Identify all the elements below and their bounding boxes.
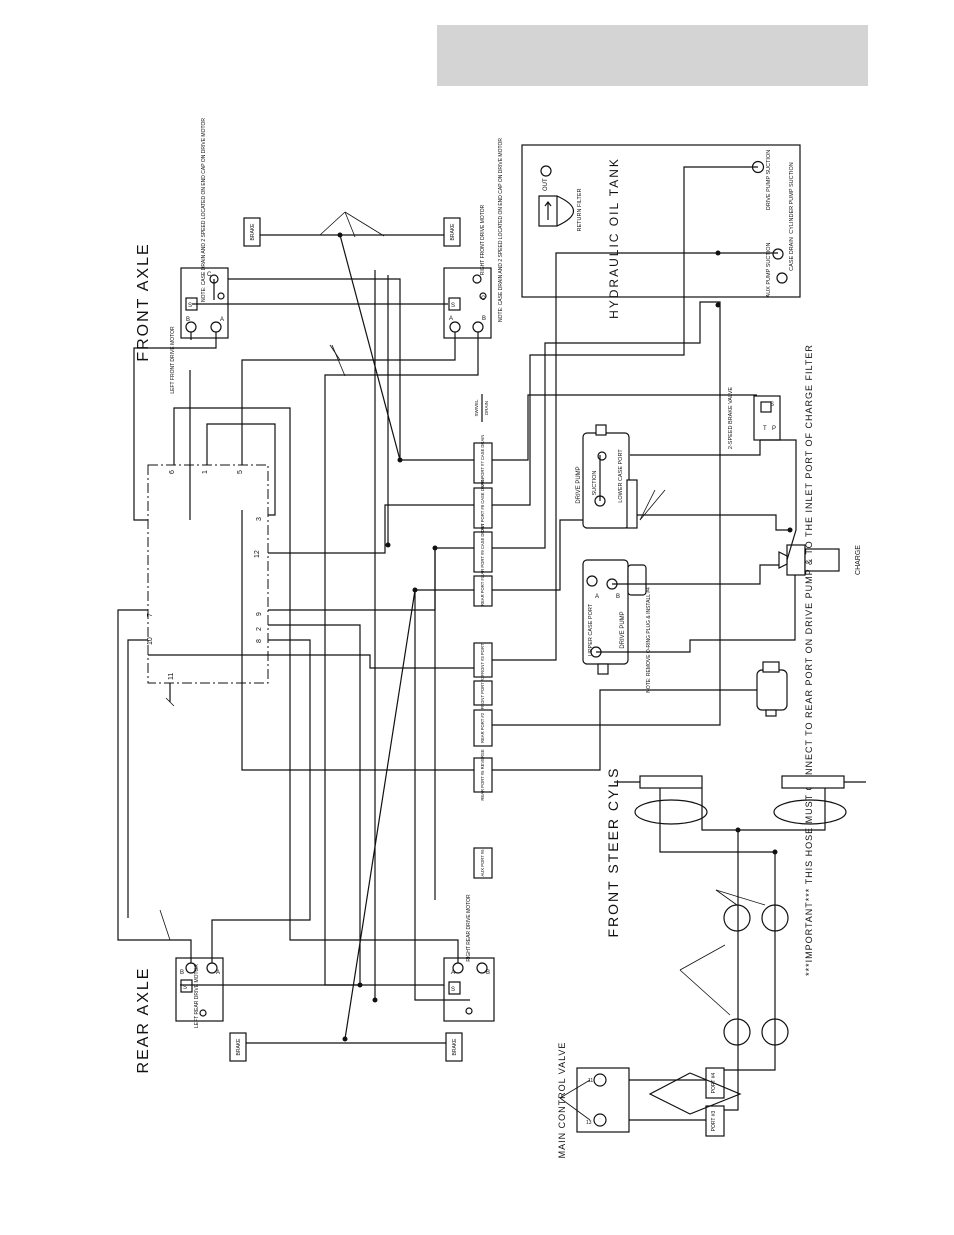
control-valve-port: 11 bbox=[588, 1078, 593, 1084]
aux-pump-motor bbox=[756, 661, 788, 717]
motor-port-s: S bbox=[183, 985, 187, 991]
manifold-number: 11 bbox=[168, 673, 175, 680]
manifold-number: 12 bbox=[254, 550, 261, 558]
case-drain-label: CASE DRAIN bbox=[789, 237, 795, 271]
brake-label: BRAKE bbox=[236, 1038, 242, 1056]
motor-port-b: B bbox=[180, 970, 184, 976]
left-rear-motor-label: LEFT REAR DRIVE MOTOR bbox=[194, 964, 200, 1028]
hose-lines bbox=[117, 166, 826, 1121]
motor-port-b: B bbox=[482, 316, 486, 322]
manifold-number: 7 bbox=[147, 613, 154, 617]
symbol-legend: SWIVEL DRAIN bbox=[474, 394, 489, 422]
brake-valve-s: S bbox=[770, 402, 774, 408]
motor-port-b: B bbox=[186, 317, 190, 323]
manifold-number: 5 bbox=[237, 470, 244, 474]
motor-port-c: C bbox=[207, 272, 212, 278]
motor-port-a: A bbox=[449, 316, 453, 322]
main-control-valve-label: MAIN CONTROL VALVE bbox=[557, 1042, 567, 1159]
important-note-text: ***IMPORTANT*** THIS HOSE MUST CONNECT T… bbox=[804, 344, 814, 976]
manifold-port-label: REAR PORT #7 CASE DRAIN bbox=[480, 435, 485, 492]
manifold-port-label: FRONT #3 PORT bbox=[480, 643, 485, 676]
manifold-port-label: REAR PORT #5 REVERSE bbox=[480, 749, 485, 800]
left-front-drive-motor: S B A C LEFT FRONT DRIVE MOTOR NOTE: CAS… bbox=[170, 118, 229, 394]
lower-case-port-label: LOWER CASE PORT bbox=[618, 449, 624, 503]
manifold-port-label: AUX PORT #6 bbox=[480, 849, 485, 877]
drive-pump-suction-label: DRIVE PUMP SUCTION bbox=[766, 150, 772, 210]
manifold-number: 10 bbox=[147, 637, 154, 645]
manifold-port-label: REAR PORT #1 bbox=[480, 575, 485, 606]
brake-label: BRAKE bbox=[452, 1038, 458, 1056]
right-rear-drive-motor: S A B RIGHT REAR DRIVE MOTOR bbox=[443, 894, 495, 1022]
left-front-case-drain-note: NOTE: CASE DRAIN AND 2 SPEED LOCATED ON … bbox=[201, 118, 207, 302]
manifold-port-label: REAR PORT #2 bbox=[480, 712, 485, 743]
control-port-label: PORT #3 bbox=[711, 1110, 717, 1131]
important-note: ***IMPORTANT*** THIS HOSE MUST CONNECT T… bbox=[804, 344, 814, 976]
symbol-legend-bottom: DRAIN bbox=[484, 401, 489, 415]
manifold-port-label: FRONT PORT #2 bbox=[480, 676, 485, 709]
left-front-motor-label: LEFT FRONT DRIVE MOTOR bbox=[170, 326, 176, 394]
manifold-number: 1 bbox=[202, 470, 209, 474]
motor-port-s: S bbox=[451, 987, 455, 993]
manifold-port-label: REAR PORT #9 CASE DRAIN bbox=[480, 524, 485, 581]
brake-valve-t: T bbox=[763, 426, 767, 432]
header-bar bbox=[437, 25, 868, 86]
upper-case-port-label: UPPER CASE PORT bbox=[588, 603, 594, 656]
motor-port-a: A bbox=[451, 970, 455, 976]
manifold-number: 2 bbox=[256, 627, 263, 631]
right-front-motor-label: RIGHT FRONT DRIVE MOTOR bbox=[480, 204, 486, 275]
motor-port-a: A bbox=[216, 970, 220, 976]
control-valve-port: 13 bbox=[586, 1120, 592, 1126]
brakes: BRAKE BRAKE BRAKE BRAKE bbox=[229, 217, 463, 1062]
manifold-number: 3 bbox=[256, 517, 263, 521]
manifold-number: 6 bbox=[169, 470, 176, 474]
manifold-number: 9 bbox=[256, 612, 263, 616]
main-control-valve: 11 13 MAIN CONTROL VALVE PORT #4 PORT #3 bbox=[557, 1042, 725, 1159]
aux-pump-suction-label: AUX PUMP SUCTION bbox=[766, 243, 772, 298]
right-rear-motor-label: RIGHT REAR DRIVE MOTOR bbox=[466, 894, 472, 962]
return-filter-label: RETURN FILTER bbox=[577, 188, 583, 231]
charge-filter: CHARGE bbox=[778, 544, 862, 576]
upper-drive-pump-label: DRIVE PUMP bbox=[576, 466, 582, 503]
motor-port-c: C bbox=[481, 296, 486, 302]
manifold-number: 8 bbox=[256, 639, 263, 643]
manifold-ports: REAR PORT #7 CASE DRAIN FRONT PORT #8 CA… bbox=[473, 435, 493, 879]
lower-drive-pump-label: DRIVE PUMP bbox=[620, 611, 626, 648]
brake-label: BRAKE bbox=[450, 223, 456, 241]
front-axle-label: FRONT AXLE bbox=[135, 242, 152, 361]
right-front-drive-motor: S A B C RIGHT FRONT DRIVE MOTOR NOTE: CA… bbox=[443, 138, 504, 339]
rear-axle-label: REAR AXLE bbox=[135, 967, 152, 1074]
cylinder-pump-suction-label: CYLINDER PUMP SUCTION bbox=[789, 162, 795, 233]
hydraulic-oil-tank: HYDRAULIC OIL TANK OUT RETURN FILTER DRI… bbox=[521, 144, 801, 319]
brake-valve-p: P bbox=[772, 426, 776, 432]
right-front-case-drain-note: NOTE: CASE DRAIN AND 2 SPEED LOCATED ON … bbox=[498, 138, 504, 322]
manifold-port-label: FRONT PORT #8 CASE DRAIN bbox=[480, 478, 485, 538]
brake-valve-label: 2-SPEED BRAKE VALVE bbox=[728, 387, 734, 449]
symbol-legend-top: SWIVEL bbox=[474, 399, 479, 417]
motor-port-s: S bbox=[451, 303, 455, 309]
charge-label: CHARGE bbox=[855, 545, 862, 575]
tank-out-label: OUT bbox=[543, 178, 549, 191]
brake-label: BRAKE bbox=[250, 223, 256, 241]
pump-port-b-label: B bbox=[616, 594, 620, 600]
upper-drive-pump: DRIVE PUMP SUCTION LOWER CASE PORT bbox=[576, 424, 638, 529]
two-speed-brake-valve: 2-SPEED BRAKE VALVE T P S bbox=[728, 387, 781, 449]
manifold-block: 6 1 5 3 12 9 2 8 7 10 11 bbox=[147, 464, 269, 684]
tank-title: HYDRAULIC OIL TANK bbox=[607, 157, 621, 319]
front-steer-cylinders: FRONT STEER CYLS bbox=[605, 767, 866, 938]
pump-port-a-label: A bbox=[595, 594, 599, 600]
suction-label: SUCTION bbox=[592, 471, 598, 496]
motor-port-b: B bbox=[486, 970, 490, 976]
left-rear-drive-motor: S B A LEFT REAR DRIVE MOTOR bbox=[175, 957, 224, 1028]
steer-cyls-label: FRONT STEER CYLS bbox=[605, 767, 621, 938]
lower-drive-pump: A B UPPER CASE PORT DRIVE PUMP NOTE: REM… bbox=[582, 559, 652, 693]
motor-port-s: S bbox=[188, 303, 192, 309]
motor-port-a: A bbox=[220, 317, 224, 323]
remove-oring-note: NOTE: REMOVE O-RING PLUG & INSTALL #4 bbox=[646, 587, 652, 693]
